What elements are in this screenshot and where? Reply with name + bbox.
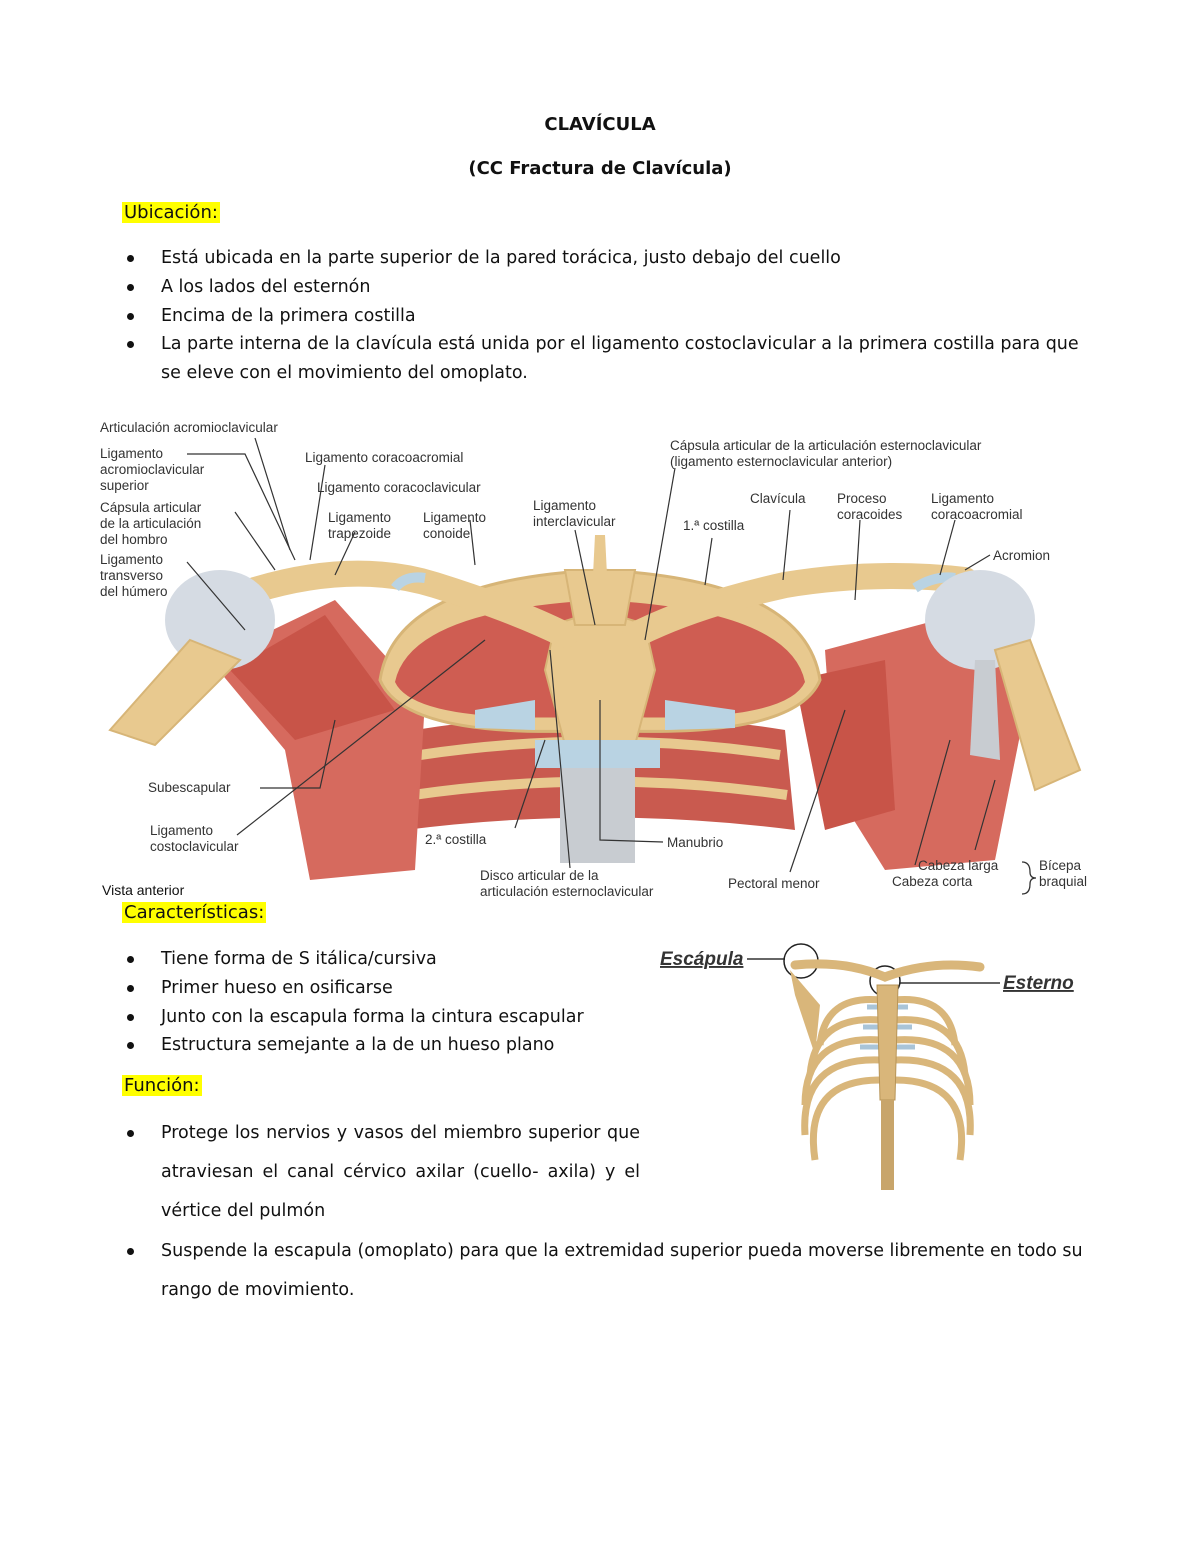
label-lig-inter-1: Ligamento <box>533 498 596 513</box>
label-lig-conoide-1: Ligamento <box>423 510 486 525</box>
label-lig-conoide-2: conoide <box>423 526 470 541</box>
section-funcion: Función: <box>122 1075 202 1096</box>
label-lig-acromio-1: Ligamento <box>100 446 163 461</box>
left-humerus <box>108 638 242 747</box>
label-clavicula: Clavícula <box>750 491 806 506</box>
label-subescapular: Subescapular <box>148 780 231 795</box>
label-lig-acromio-3: superior <box>100 478 149 493</box>
vertebra <box>563 569 637 626</box>
label-lig-transverso-1: Ligamento <box>100 552 163 567</box>
list-item: Encima de la primera costilla <box>125 302 1090 331</box>
cartilage <box>475 700 535 730</box>
list-ubicacion: Está ubicada en la parte superior de la … <box>125 244 1090 388</box>
label-art-acromio: Articulación acromioclavicular <box>100 420 278 435</box>
label-esterno: Esterno <box>1003 973 1074 994</box>
label-cabeza-larga: Cabeza larga <box>918 858 999 873</box>
label-biceps-2: braquial <box>1039 874 1087 889</box>
cartilage <box>665 700 735 730</box>
label-lig-acromio-2: acromioclavicular <box>100 462 205 477</box>
heading-ubicacion: Ubicación: <box>122 202 220 223</box>
list-item: Estructura semejante a la de un hueso pl… <box>125 1031 625 1060</box>
left-clavicle <box>242 560 578 648</box>
label-lig-transverso-2: transverso <box>100 568 163 583</box>
ribcage-figure: Escápula Esterno <box>660 943 1074 1190</box>
page-title: CLAVÍCULA <box>544 114 656 135</box>
list-item: La parte interna de la clavícula está un… <box>125 330 1090 388</box>
list-item: Tiene forma de S itálica/cursiva <box>125 945 625 974</box>
label-disco-2: articulación esternoclavicular <box>480 884 654 899</box>
label-cabeza-corta: Cabeza corta <box>892 874 973 889</box>
list-caracteristicas: Tiene forma de S itálica/cursiva Primer … <box>125 945 625 1060</box>
heading-caracteristicas: Características: <box>122 902 267 923</box>
ribs <box>801 996 974 1161</box>
label-capsula-3: del hombro <box>100 532 168 547</box>
label-acromion: Acromion <box>993 548 1050 563</box>
label-lig-coracoacromial2-2: coracoacromial <box>931 507 1023 522</box>
right-muscle-deep <box>795 660 895 830</box>
section-ubicacion: Ubicación: <box>122 202 220 223</box>
biceps-tendon <box>970 660 1000 760</box>
label-capsula-esterno-1: Cápsula articular de la articulación est… <box>670 438 982 453</box>
label-biceps-1: Bícepa <box>1039 858 1082 873</box>
label-pectoral: Pectoral menor <box>728 876 820 891</box>
label-capsula-1: Cápsula articular <box>100 500 202 515</box>
anatomy-figure-anterior: Articulación acromioclavicular Ligamento… <box>100 420 1087 899</box>
coracoclavicular-ligament <box>391 572 426 592</box>
sternum <box>876 984 899 1101</box>
ligament-grey <box>560 768 635 863</box>
label-capsula-esterno-2: (ligamento esternoclavicular anterior) <box>670 454 892 469</box>
list-funcion-1: Protege los nervios y vasos del miembro … <box>125 1114 640 1231</box>
spine <box>881 1100 894 1190</box>
label-lig-transverso-3: del húmero <box>100 584 168 599</box>
list-funcion-2: Suspende la escapula (omoplato) para que… <box>125 1232 1095 1310</box>
scapula-left <box>790 970 820 1055</box>
label-segunda-costilla: 2.ª costilla <box>425 832 487 847</box>
label-primera-costilla: 1.ª costilla <box>683 518 745 533</box>
heading-funcion: Función: <box>122 1075 202 1096</box>
label-capsula-2: de la articulación <box>100 516 201 531</box>
right-humeral-head <box>925 570 1035 670</box>
section-caracteristicas: Características: <box>122 902 267 923</box>
label-proceso-2: coracoides <box>837 507 903 522</box>
label-manubrio: Manubrio <box>667 835 723 850</box>
label-proceso-1: Proceso <box>837 491 887 506</box>
clavicles <box>790 959 985 982</box>
label-lig-inter-2: interclavicular <box>533 514 616 529</box>
label-lig-costo-2: costoclavicular <box>150 839 239 854</box>
label-lig-costo-1: Ligamento <box>150 823 213 838</box>
biceps-brace <box>1021 861 1037 895</box>
list-item: Junto con la escapula forma la cintura e… <box>125 1003 625 1032</box>
page-subtitle: (CC Fractura de Clavícula) <box>468 158 732 179</box>
sternal-cartilage <box>535 740 660 768</box>
label-lig-coracoacromial2-1: Ligamento <box>931 491 994 506</box>
right-clavicle <box>622 563 978 648</box>
label-lig-coracoacromial: Ligamento coracoacromial <box>305 450 463 465</box>
label-lig-trapezoide-1: Ligamento <box>328 510 391 525</box>
list-item: Protege los nervios y vasos del miembro … <box>125 1114 640 1231</box>
label-vista-anterior: Vista anterior <box>102 882 185 898</box>
right-humerus <box>993 638 1082 792</box>
label-disco-1: Disco articular de la <box>480 868 599 883</box>
list-item: A los lados del esternón <box>125 273 1090 302</box>
left-muscle-deep <box>230 615 395 740</box>
label-lig-coracoclavicular: Ligamento coracoclavicular <box>317 480 481 495</box>
list-item: Está ubicada en la parte superior de la … <box>125 244 1090 273</box>
list-item: Primer hueso en osificarse <box>125 974 625 1003</box>
spinous-process <box>593 535 607 575</box>
label-lig-trapezoide-2: trapezoide <box>328 526 391 541</box>
label-escapula: Escápula <box>660 949 744 970</box>
list-item: Suspende la escapula (omoplato) para que… <box>125 1232 1095 1310</box>
